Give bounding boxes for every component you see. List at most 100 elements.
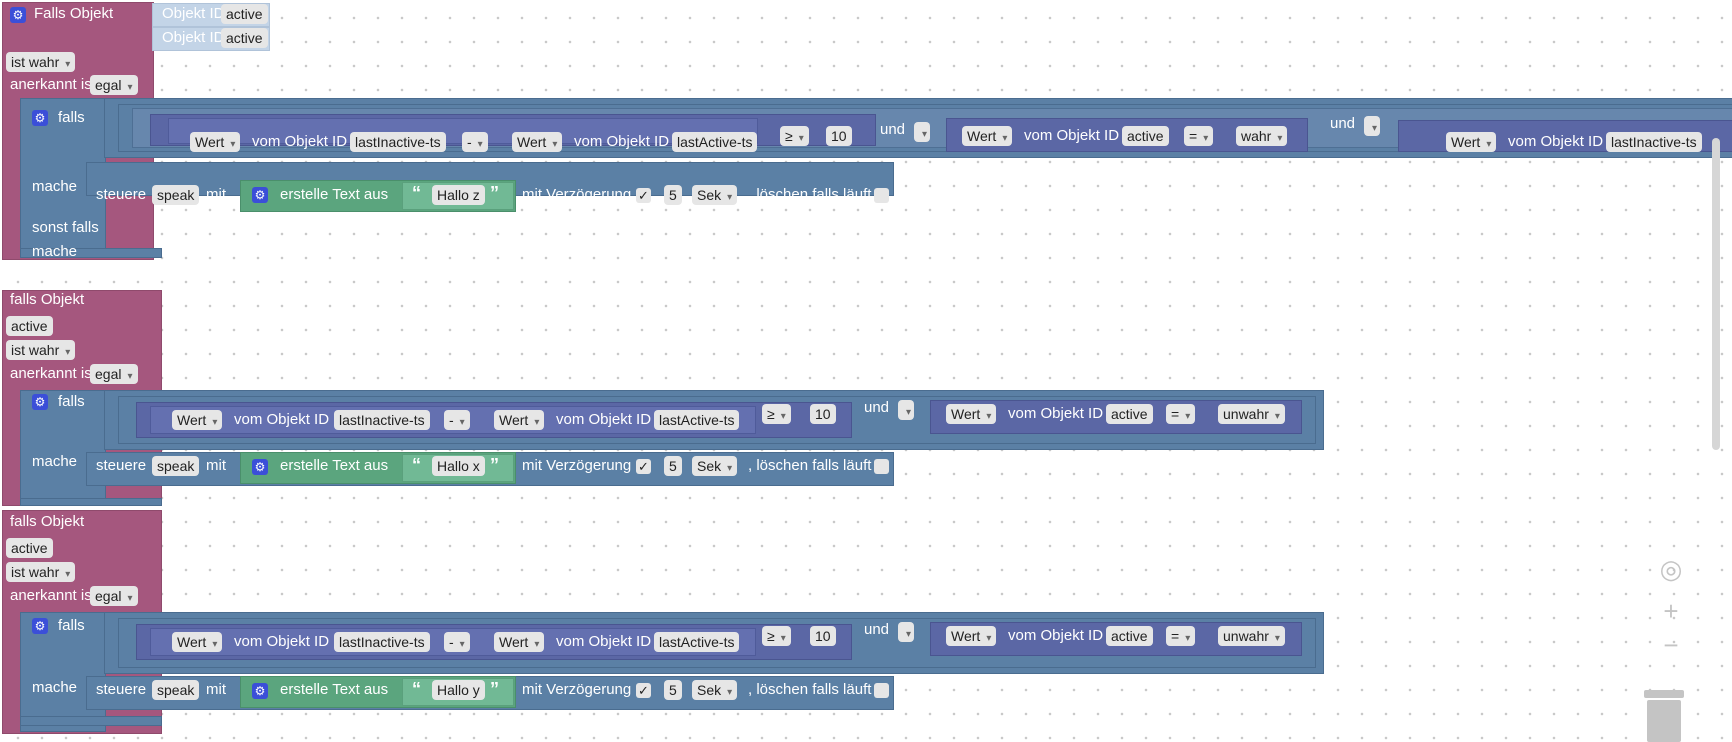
gear-icon[interactable]: ⚙ [10, 7, 26, 23]
object-id-field[interactable]: active [221, 4, 268, 24]
eq-dropdown[interactable]: = [1184, 126, 1214, 146]
create-text-label: erstelle Text aus [280, 457, 389, 474]
bool-dropdown[interactable]: unwahr [1218, 626, 1285, 646]
gear-icon[interactable]: ⚙ [252, 683, 268, 699]
vertical-scrollbar[interactable] [1712, 138, 1720, 450]
object-id-field[interactable]: lastInactive-ts [334, 632, 430, 652]
if-block-bottom [20, 248, 162, 258]
delay-checkbox[interactable]: ✓ [636, 683, 651, 698]
and-dropdown[interactable] [1364, 116, 1380, 136]
of-object-label: vom Objekt ID [1024, 127, 1120, 144]
condition-dropdown[interactable]: ist wahr [6, 52, 76, 72]
gear-icon[interactable]: ⚙ [252, 459, 268, 475]
value-dropdown[interactable]: Wert [172, 410, 223, 430]
target-field[interactable]: speak [152, 185, 200, 205]
object-id-field[interactable]: lastActive-ts [654, 632, 740, 652]
gear-icon[interactable]: ⚙ [32, 618, 48, 634]
gear-icon[interactable]: ⚙ [32, 394, 48, 410]
delay-field[interactable]: 5 [664, 680, 682, 700]
object-id-field[interactable]: lastActive-ts [654, 410, 740, 430]
operator-dropdown[interactable]: ≥ [780, 126, 809, 146]
center-icon[interactable]: ◎ [1659, 554, 1683, 584]
do-label: mache [32, 243, 78, 260]
clear-checkbox[interactable] [874, 459, 889, 474]
with-label: mit [206, 457, 226, 474]
open-quote: “ [412, 455, 421, 475]
bool-dropdown[interactable]: wahr [1236, 126, 1288, 146]
and-label: und [1330, 115, 1356, 132]
value-dropdown[interactable]: Wert [190, 132, 241, 152]
number-field[interactable]: 10 [810, 404, 836, 424]
ack-dropdown[interactable]: egal [90, 75, 138, 95]
unit-dropdown[interactable]: Sek [692, 185, 738, 205]
zoom-in-icon[interactable]: + [1663, 596, 1679, 626]
eq-dropdown[interactable]: = [1166, 404, 1196, 424]
text-field[interactable]: Hallo x [432, 456, 485, 476]
value-dropdown[interactable]: Wert [172, 632, 223, 652]
object-field[interactable]: active [6, 316, 53, 336]
condition-dropdown[interactable]: ist wahr [6, 340, 76, 360]
target-field[interactable]: speak [152, 680, 200, 700]
with-label: mit [206, 186, 226, 203]
if-block-bottom [20, 716, 162, 726]
value-dropdown[interactable]: Wert [962, 126, 1013, 146]
delay-field[interactable]: 5 [664, 185, 682, 205]
condition-dropdown[interactable]: ist wahr [6, 562, 76, 582]
value-dropdown[interactable]: Wert [512, 132, 563, 152]
object-id-field[interactable]: lastInactive-ts [334, 410, 430, 430]
value-dropdown[interactable]: Wert [494, 410, 545, 430]
of-object-label: vom Objekt ID [1508, 133, 1604, 150]
number-field[interactable]: 10 [826, 126, 852, 146]
operator-dropdown[interactable]: ≥ [762, 626, 791, 646]
ack-dropdown[interactable]: egal [90, 364, 138, 384]
object-id-field[interactable]: lastInactive-ts [1606, 132, 1702, 152]
ack-label: anerkannt ist [10, 76, 96, 93]
trigger-header: falls Objekt [10, 291, 85, 308]
and-dropdown[interactable] [914, 122, 930, 142]
value-dropdown[interactable]: Wert [946, 404, 997, 424]
minus-dropdown[interactable]: - [444, 632, 470, 652]
delay-checkbox[interactable]: ✓ [636, 459, 651, 474]
of-object-label: vom Objekt ID [234, 633, 330, 650]
text-field[interactable]: Hallo z [432, 185, 485, 205]
unit-dropdown[interactable]: Sek [692, 456, 738, 476]
object-id-field[interactable]: active [1106, 404, 1153, 424]
bool-dropdown[interactable]: unwahr [1218, 404, 1285, 424]
gear-icon[interactable]: ⚙ [32, 110, 48, 126]
object-id-field[interactable]: active [1106, 626, 1153, 646]
delay-checkbox[interactable]: ✓ [636, 188, 651, 203]
clear-checkbox[interactable] [874, 683, 889, 698]
and-dropdown[interactable] [898, 400, 914, 420]
open-quote: “ [412, 679, 421, 699]
object-id-field[interactable]: active [221, 28, 268, 48]
eq-dropdown[interactable]: = [1166, 626, 1196, 646]
value-dropdown[interactable]: Wert [946, 626, 997, 646]
target-field[interactable]: speak [152, 456, 200, 476]
delay-field[interactable]: 5 [664, 456, 682, 476]
object-id-field[interactable]: lastActive-ts [672, 132, 758, 152]
value-dropdown[interactable]: Wert [1446, 132, 1497, 152]
minus-dropdown[interactable]: - [444, 410, 470, 430]
zoom-out-icon[interactable]: − [1663, 630, 1679, 660]
trash-icon[interactable] [1644, 690, 1684, 742]
clear-label: , löschen falls läuft [748, 457, 872, 474]
object-field[interactable]: active [6, 538, 53, 558]
ack-dropdown[interactable]: egal [90, 586, 138, 606]
object-id-field[interactable]: lastInactive-ts [350, 132, 446, 152]
number-field[interactable]: 10 [810, 626, 836, 646]
gear-icon[interactable]: ⚙ [252, 187, 268, 203]
unit-dropdown[interactable]: Sek [692, 680, 738, 700]
of-object-label: vom Objekt ID [556, 633, 652, 650]
control-label: steuere [96, 681, 147, 698]
object-id-field[interactable]: active [1122, 126, 1169, 146]
minus-dropdown[interactable]: - [462, 132, 488, 152]
do-label: mache [32, 453, 78, 470]
clear-label: , löschen falls läuft [748, 186, 872, 203]
of-object-label: vom Objekt ID [234, 411, 330, 428]
text-field[interactable]: Hallo y [432, 680, 485, 700]
operator-dropdown[interactable]: ≥ [762, 404, 791, 424]
and-dropdown[interactable] [898, 622, 914, 642]
of-object-label: vom Objekt ID [574, 133, 670, 150]
value-dropdown[interactable]: Wert [494, 632, 545, 652]
clear-checkbox[interactable] [874, 188, 889, 203]
